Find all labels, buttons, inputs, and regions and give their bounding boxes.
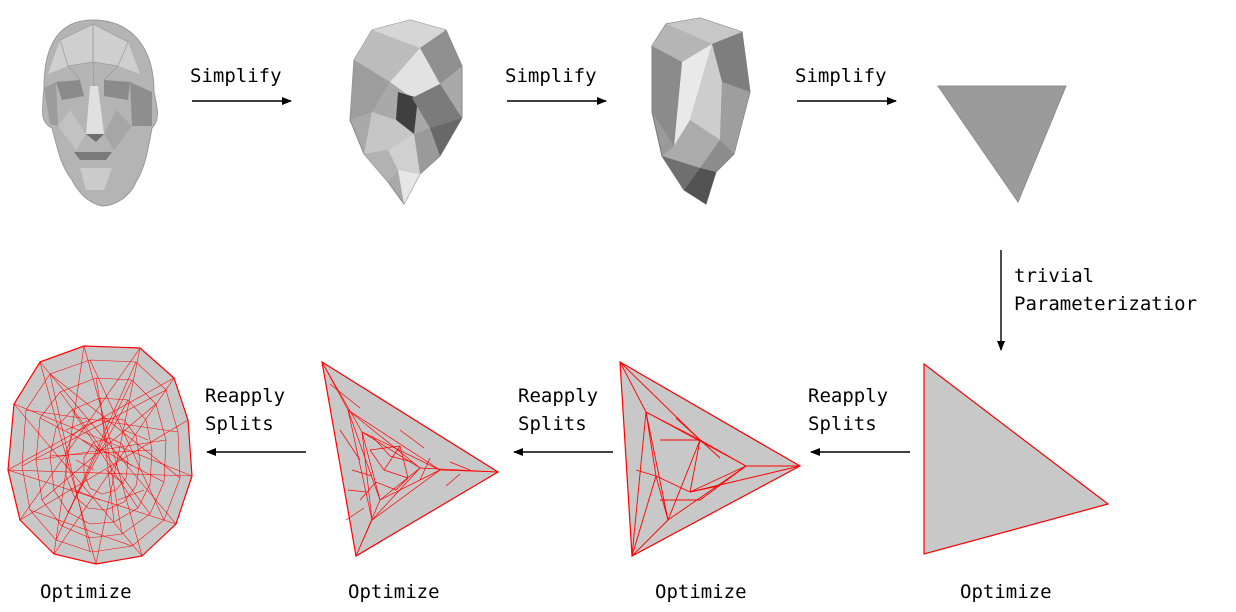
parameterization-label: Parameterizatior [1014,293,1198,315]
detailed-head-mesh [41,19,158,207]
reapply-label-2: Reapply [518,385,599,407]
splits-label-1: Splits [808,413,877,435]
optimize-caption-4: Optimize [960,581,1052,603]
simplified-head-mesh [349,19,463,205]
simplify-label-2: Simplify [505,65,597,87]
reapply-label-1: Reapply [808,385,889,407]
base-triangle [937,85,1067,204]
simplify-label-3: Simplify [795,65,887,87]
simplify-label-1: Simplify [190,65,282,87]
coarse-mesh [651,17,751,205]
optimize-caption-3: Optimize [655,581,747,603]
optimize-caption-2: Optimize [348,581,440,603]
param-triangle-level1 [619,360,802,557]
optimize-caption-1: Optimize [40,581,132,603]
final-wireframe-mesh [7,345,193,565]
splits-label-3: Splits [205,413,274,435]
param-triangle-level2 [321,360,500,557]
param-triangle-base [923,362,1110,555]
reapply-label-3: Reapply [205,385,286,407]
splits-label-2: Splits [518,413,587,435]
trivial-label: trivial [1014,265,1095,287]
